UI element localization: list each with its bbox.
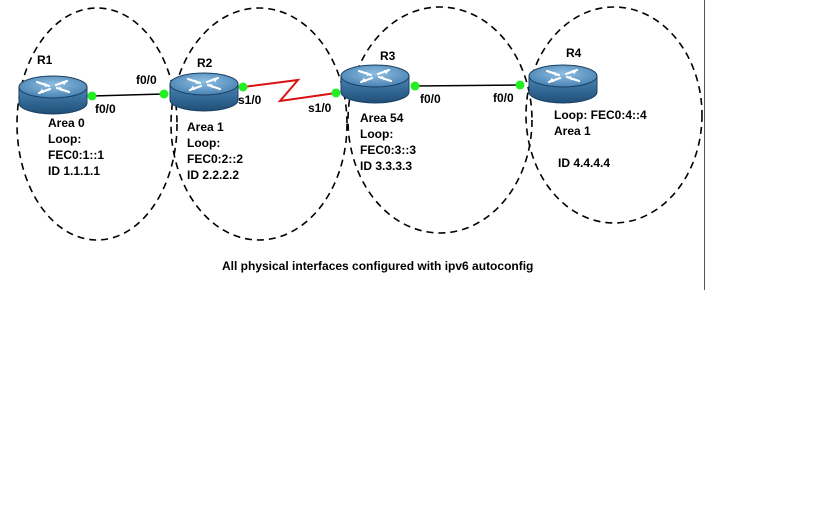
router-info-line: Area 1 [554,124,591,138]
router-info-line: Area 0 [48,116,85,130]
router-name-r1: R1 [37,53,53,67]
area-boundary-r1 [16,7,178,241]
router-info-line: ID 3.3.3.3 [360,159,412,173]
interface-label-r2-s1-0: s1/0 [238,93,262,107]
router-info-line: FEC0:3::3 [360,143,416,157]
router-info-line: Area 1 [187,120,224,134]
diagram-caption: All physical interfaces configured with … [222,259,533,273]
router-info-line: ID 1.1.1.1 [48,164,100,178]
interface-label-r1-f0-0: f0/0 [95,102,116,116]
interface-dot-r1-f0-0 [87,91,97,101]
interface-label-r4-f0-0: f0/0 [493,91,514,105]
interface-dot-r2-f0-0 [159,89,169,99]
router-name-r2: R2 [197,56,213,70]
interface-label-r3-s1-0: s1/0 [308,101,332,115]
area-boundary-r2 [170,7,348,241]
router-info-line: FEC0:2::2 [187,152,243,166]
interface-dot-r4-f0-0 [515,80,525,90]
router-info-line: ID 2.2.2.2 [187,168,239,182]
router-r3[interactable] [339,63,411,105]
router-r2[interactable] [168,71,240,113]
interface-dot-r3-s1-0 [331,88,341,98]
router-r1[interactable] [17,74,89,116]
router-info-r1: Area 0 Loop: FEC0:1::1 ID 1.1.1.1 [48,116,104,178]
router-info-line: Area 54 [360,111,404,125]
router-info-line: Loop: [360,127,393,141]
router-info-line: Loop: FEC0:4::4 [554,108,647,122]
link-r3-r4-ethernet [414,84,521,87]
router-name-r3: R3 [380,49,396,63]
interface-label-r3-f0-0: f0/0 [420,92,441,106]
canvas-border-line [704,0,705,290]
router-name-r4: R4 [566,46,582,60]
router-r4[interactable] [527,63,599,105]
router-info-line: ID 4.4.4.4 [558,156,610,170]
router-info-r2: Area 1 Loop: FEC0:2::2 ID 2.2.2.2 [187,120,243,182]
router-info-line: Loop: [48,132,81,146]
interface-dot-r2-s1-0 [238,82,248,92]
link-r2-r3-serial [242,78,337,103]
router-info-r4: Loop: FEC0:4::4 Area 1 ID 4.4.4.4 [554,108,647,170]
area-boundary-r3 [347,6,533,234]
interface-label-r2-f0-0: f0/0 [136,73,157,87]
router-info-line: FEC0:1::1 [48,148,104,162]
link-r1-r2-ethernet [91,93,165,97]
router-info-r3: Area 54 Loop: FEC0:3::3 ID 3.3.3.3 [360,111,416,173]
area-boundary-r4 [525,6,703,224]
interface-dot-r3-f0-0 [410,81,420,91]
router-info-line: Loop: [187,136,220,150]
